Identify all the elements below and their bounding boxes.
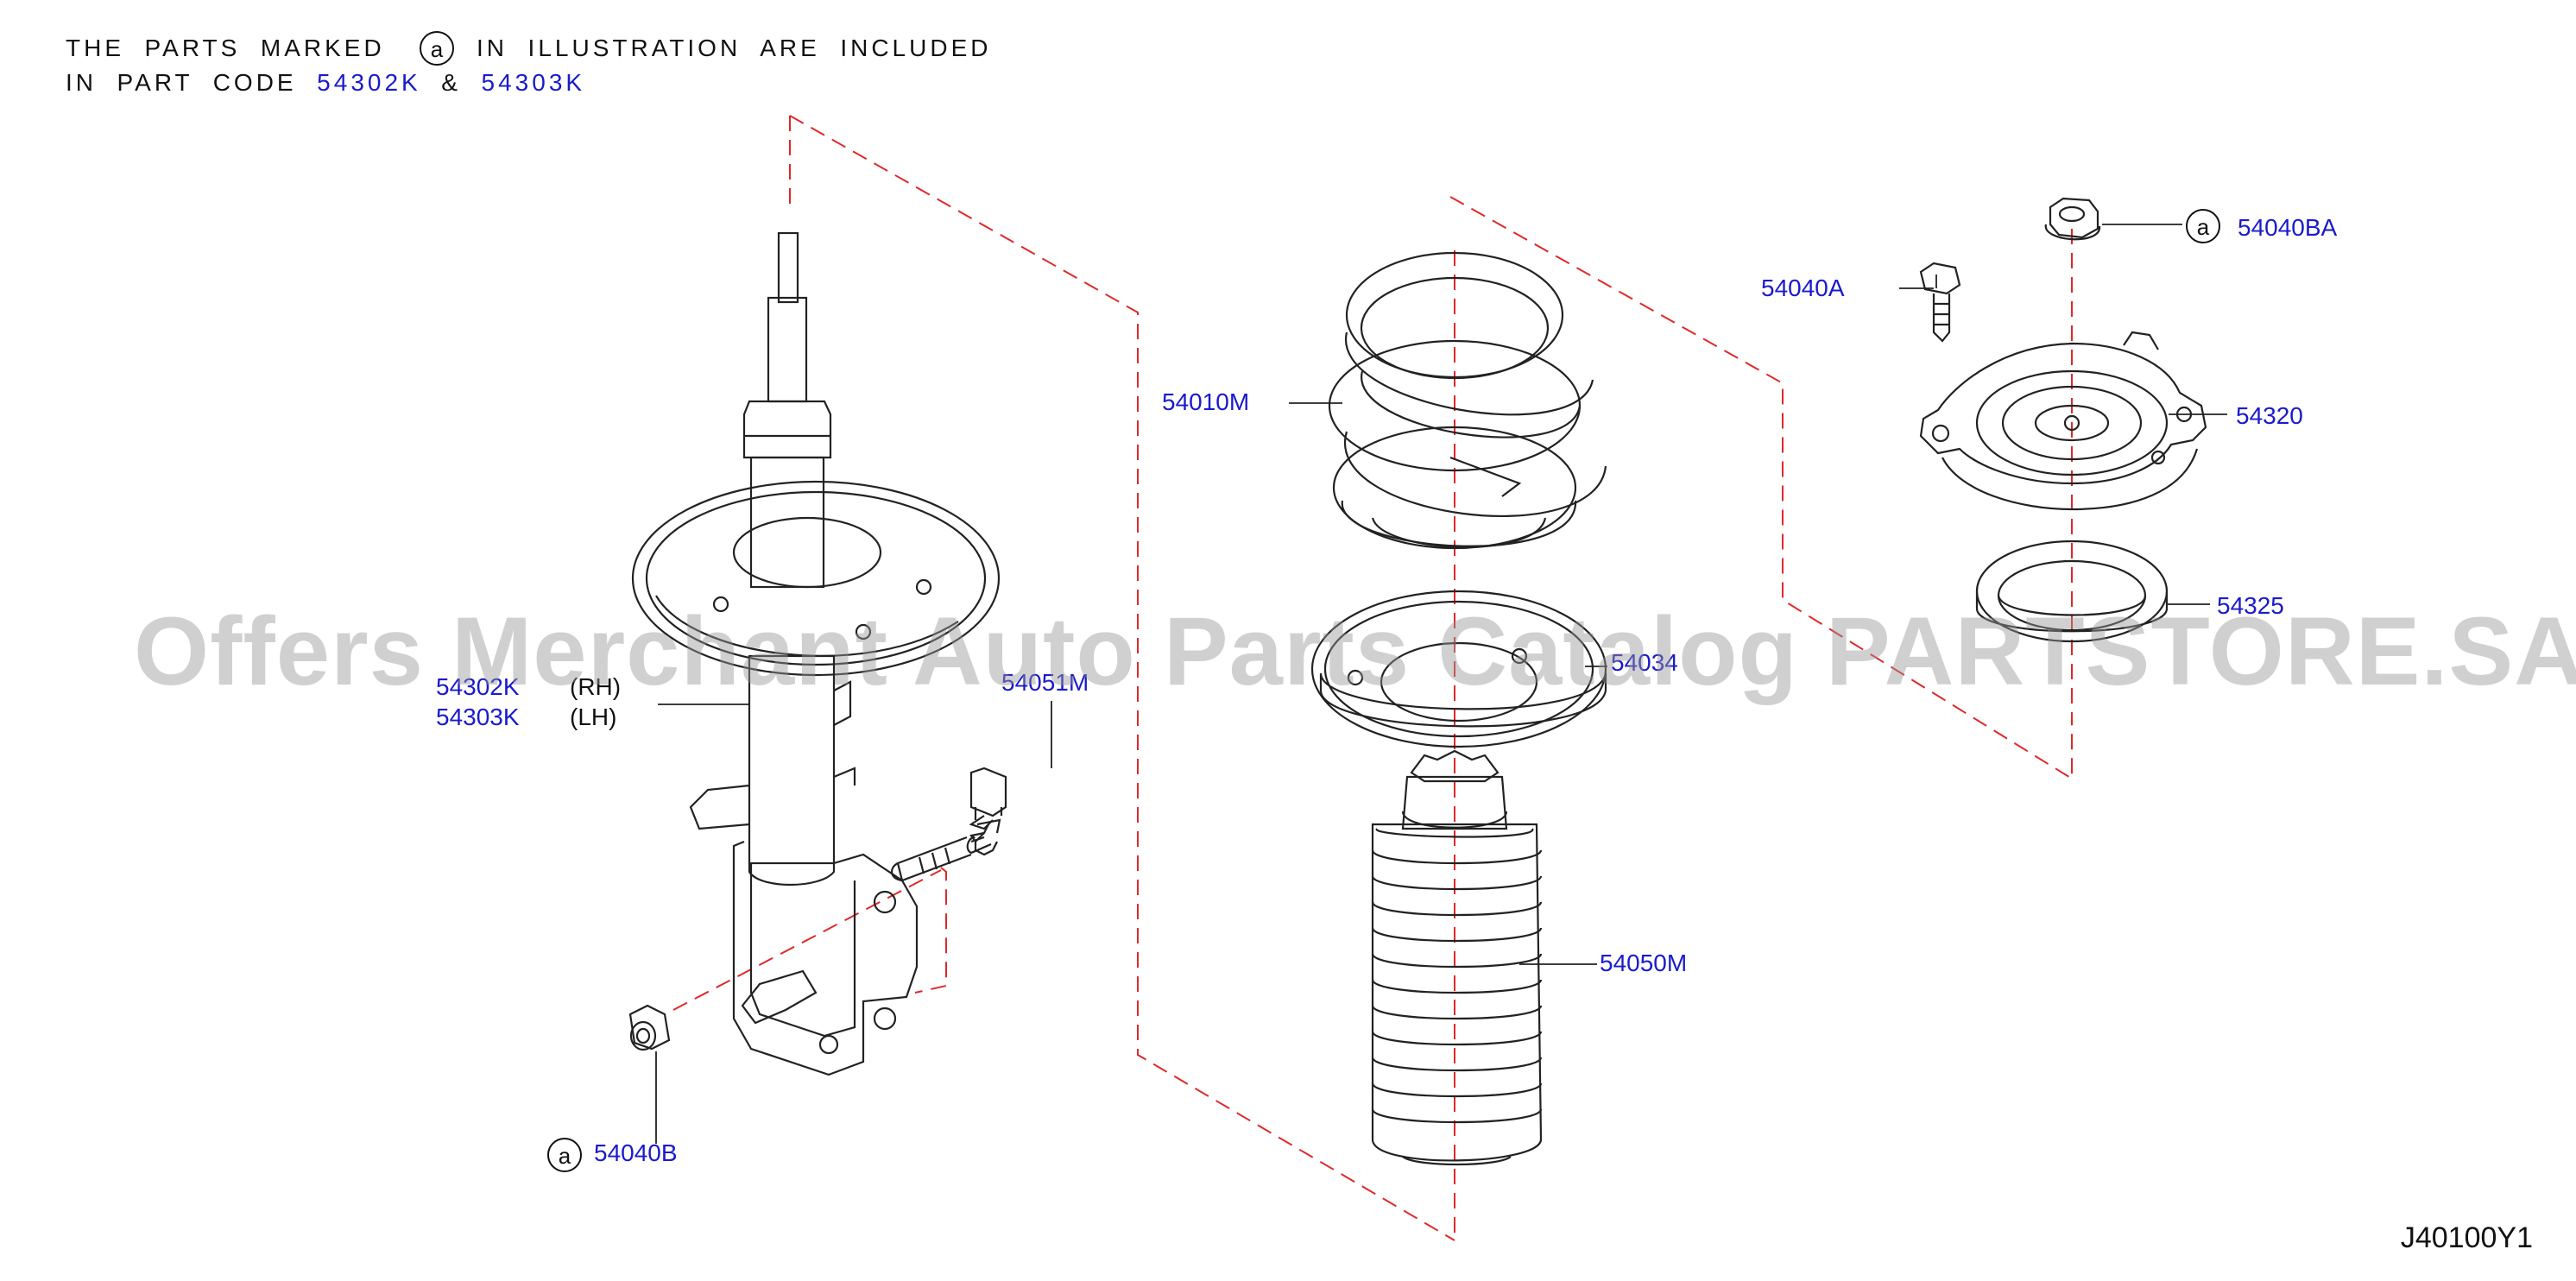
nut-54040ba bbox=[2044, 197, 2101, 241]
note-marker: a bbox=[420, 31, 454, 66]
note-line-1-rest: IN ILLUSTRATION ARE INCLUDED bbox=[477, 35, 992, 61]
label-54051m[interactable]: 54051M bbox=[1001, 669, 1089, 696]
leader-lines bbox=[655, 224, 2227, 1144]
dust-boot bbox=[1371, 749, 1543, 1166]
label-54320[interactable]: 54320 bbox=[2236, 402, 2303, 429]
label-54050m[interactable]: 54050M bbox=[1600, 950, 1688, 976]
note-line-2: IN PART CODE 54302K & 54303K bbox=[66, 69, 586, 96]
label-rh: (RH) bbox=[570, 673, 622, 700]
note-code-54302k[interactable]: 54302K bbox=[317, 69, 421, 96]
label-54040ba[interactable]: 54040BA bbox=[2238, 214, 2338, 241]
label-54303k[interactable]: 54303K bbox=[436, 704, 520, 730]
label-lh: (LH) bbox=[570, 704, 617, 730]
watermark: Offers Merchant Auto Parts Catalog PARTS… bbox=[134, 597, 2576, 705]
label-54325[interactable]: 54325 bbox=[2217, 592, 2284, 619]
label-54302k[interactable]: 54302K bbox=[436, 673, 520, 700]
bolt-54040a bbox=[1919, 262, 1961, 343]
spring-seat bbox=[1310, 590, 1607, 748]
figure-id: J40100Y1 bbox=[2400, 1221, 2533, 1254]
label-54040b[interactable]: 54040B bbox=[594, 1139, 678, 1166]
marker-a-bottom: a bbox=[547, 1138, 582, 1172]
assembly-guide-lines bbox=[672, 115, 2073, 1241]
label-54010m[interactable]: 54010M bbox=[1162, 388, 1250, 415]
note-line-1: THE PARTS MARKED bbox=[66, 35, 385, 61]
note-code-54303k[interactable]: 54303K bbox=[481, 69, 586, 96]
marker-a-top: a bbox=[2186, 209, 2220, 243]
coil-spring bbox=[1328, 251, 1607, 550]
bearing bbox=[1975, 540, 2169, 643]
bolt-54051m bbox=[891, 767, 1007, 882]
strut-mount bbox=[1919, 331, 2207, 511]
label-54034[interactable]: 54034 bbox=[1611, 649, 1678, 676]
strut-assembly bbox=[631, 231, 1001, 1076]
nut-54040b bbox=[628, 1004, 671, 1051]
label-54040a[interactable]: 54040A bbox=[1761, 274, 1845, 301]
